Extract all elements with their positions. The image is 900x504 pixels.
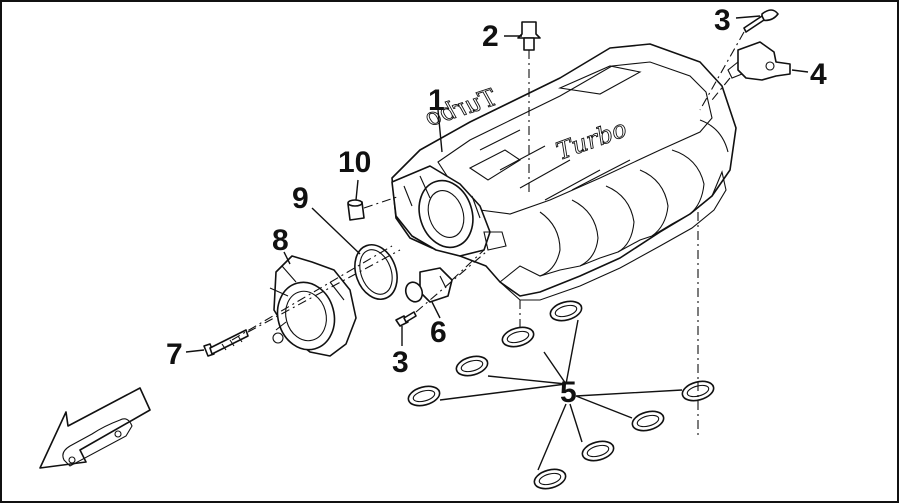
assembly-lines <box>231 31 745 438</box>
intake-manifold[interactable]: Turbo Turbo <box>391 43 737 301</box>
gasket[interactable] <box>630 408 666 434</box>
callout-8: 8 <box>272 224 289 257</box>
gasket[interactable] <box>454 353 490 379</box>
gasket-set[interactable] <box>406 298 716 492</box>
screw-top[interactable] <box>517 21 541 51</box>
callout-3-lower: 3 <box>392 346 409 379</box>
callout-7: 7 <box>166 338 183 371</box>
callout-4: 4 <box>810 58 827 91</box>
sealing-cap[interactable] <box>347 199 365 221</box>
throttle-bolt[interactable] <box>203 329 249 357</box>
pressure-sensor[interactable] <box>727 41 791 81</box>
callout-3-top: 3 <box>714 4 731 37</box>
hose-connector[interactable] <box>403 267 453 304</box>
callout-5: 5 <box>560 376 577 409</box>
callout-6: 6 <box>430 316 447 349</box>
o-ring[interactable] <box>348 239 405 305</box>
leader-lines <box>185 15 809 471</box>
gasket[interactable] <box>500 324 536 350</box>
gasket[interactable] <box>406 383 442 409</box>
callout-2: 2 <box>482 20 499 53</box>
callout-1: 1 <box>428 84 445 117</box>
callout-labels: 1 2 3 4 10 9 8 7 3 6 5 <box>166 4 827 409</box>
gasket[interactable] <box>548 298 584 324</box>
bolt-connector[interactable] <box>395 311 417 327</box>
vehicle-direction-arrow <box>39 387 151 469</box>
gasket[interactable] <box>532 466 568 492</box>
throttle-body[interactable] <box>269 255 357 357</box>
bolt-sensor[interactable] <box>743 9 779 33</box>
gasket[interactable] <box>580 438 616 464</box>
callout-9: 9 <box>292 182 309 215</box>
callout-10: 10 <box>338 146 371 179</box>
